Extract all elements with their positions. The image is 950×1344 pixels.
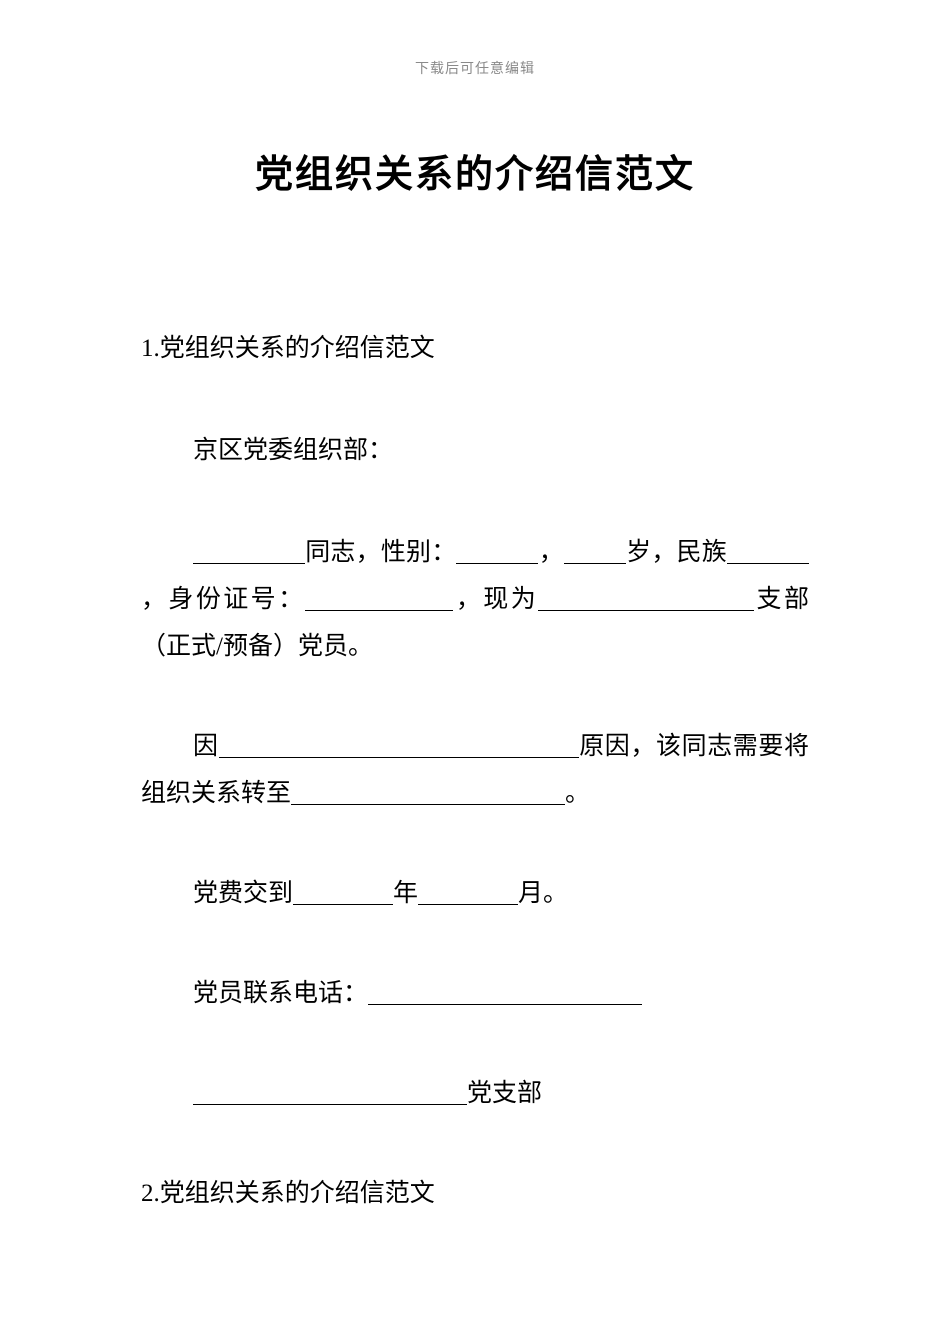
spacer xyxy=(141,917,809,970)
spacer xyxy=(141,474,809,529)
spacer xyxy=(141,1017,809,1070)
dues-paragraph: 党费交到 年 月。 xyxy=(141,870,809,917)
spacer xyxy=(141,1117,809,1170)
section-heading-1: 1.党组织关系的介绍信范文 xyxy=(141,335,435,362)
spacer xyxy=(141,670,809,723)
signature-suffix: 党支部 xyxy=(467,1080,543,1107)
transfer-text-1: 因 xyxy=(193,733,219,760)
salutation: 京区党委组织部： xyxy=(193,437,394,464)
section-heading-2: 2.党组织关系的介绍信范文 xyxy=(141,1180,435,1207)
transfer-text-2: 原因，该同志需要将组织关系转至 xyxy=(141,733,809,807)
dues-text-1: 党费交到 xyxy=(193,880,294,907)
member-info-text-5: ，现为 xyxy=(453,586,539,613)
blank-phone[interactable] xyxy=(368,982,643,1005)
blank-id-number[interactable] xyxy=(305,588,454,611)
blank-destination[interactable] xyxy=(291,782,566,805)
member-info-text-1: 同志，性别： xyxy=(305,539,457,566)
blank-dues-month[interactable] xyxy=(418,882,519,905)
blank-age[interactable] xyxy=(563,541,626,564)
transfer-reason-paragraph: 因原因，该同志需要将组织关系转至。 xyxy=(141,723,809,817)
blank-branch[interactable] xyxy=(538,588,755,611)
page-header-note: 下载后可任意编辑 xyxy=(415,62,535,77)
blank-gender[interactable] xyxy=(456,541,539,564)
member-info-text-6: 支部（正式/预备）党员。 xyxy=(141,586,809,660)
phone-label: 党员联系电话： xyxy=(193,980,369,1007)
spacer xyxy=(141,817,809,870)
member-info-text-3: 岁，民族 xyxy=(625,539,727,566)
blank-reason[interactable] xyxy=(218,735,579,758)
signature-paragraph: 党支部 xyxy=(141,1070,809,1117)
blank-signature-branch[interactable] xyxy=(193,1082,467,1105)
transfer-text-3: 。 xyxy=(565,780,591,807)
phone-paragraph: 党员联系电话： xyxy=(141,970,809,1017)
member-info-text-4: ，身份证号： xyxy=(141,586,306,613)
document-body: 1.党组织关系的介绍信范文 京区党委组织部： 同志，性别： ， 岁，民族 ，身份证号：… xyxy=(141,325,809,1217)
dues-text-2: 年 xyxy=(393,880,419,907)
member-info-paragraph: 同志，性别： ， 岁，民族 ，身份证号： ，现为支部（正式/预备）党员。 xyxy=(141,529,809,670)
page-title: 党组织关系的介绍信范文 xyxy=(254,152,695,197)
spacer xyxy=(141,372,809,427)
blank-ethnicity[interactable] xyxy=(726,541,809,564)
blank-name[interactable] xyxy=(193,541,305,564)
blank-dues-year[interactable] xyxy=(293,882,394,905)
dues-text-3: 月。 xyxy=(518,880,569,907)
member-info-text-2: ， xyxy=(538,539,564,566)
